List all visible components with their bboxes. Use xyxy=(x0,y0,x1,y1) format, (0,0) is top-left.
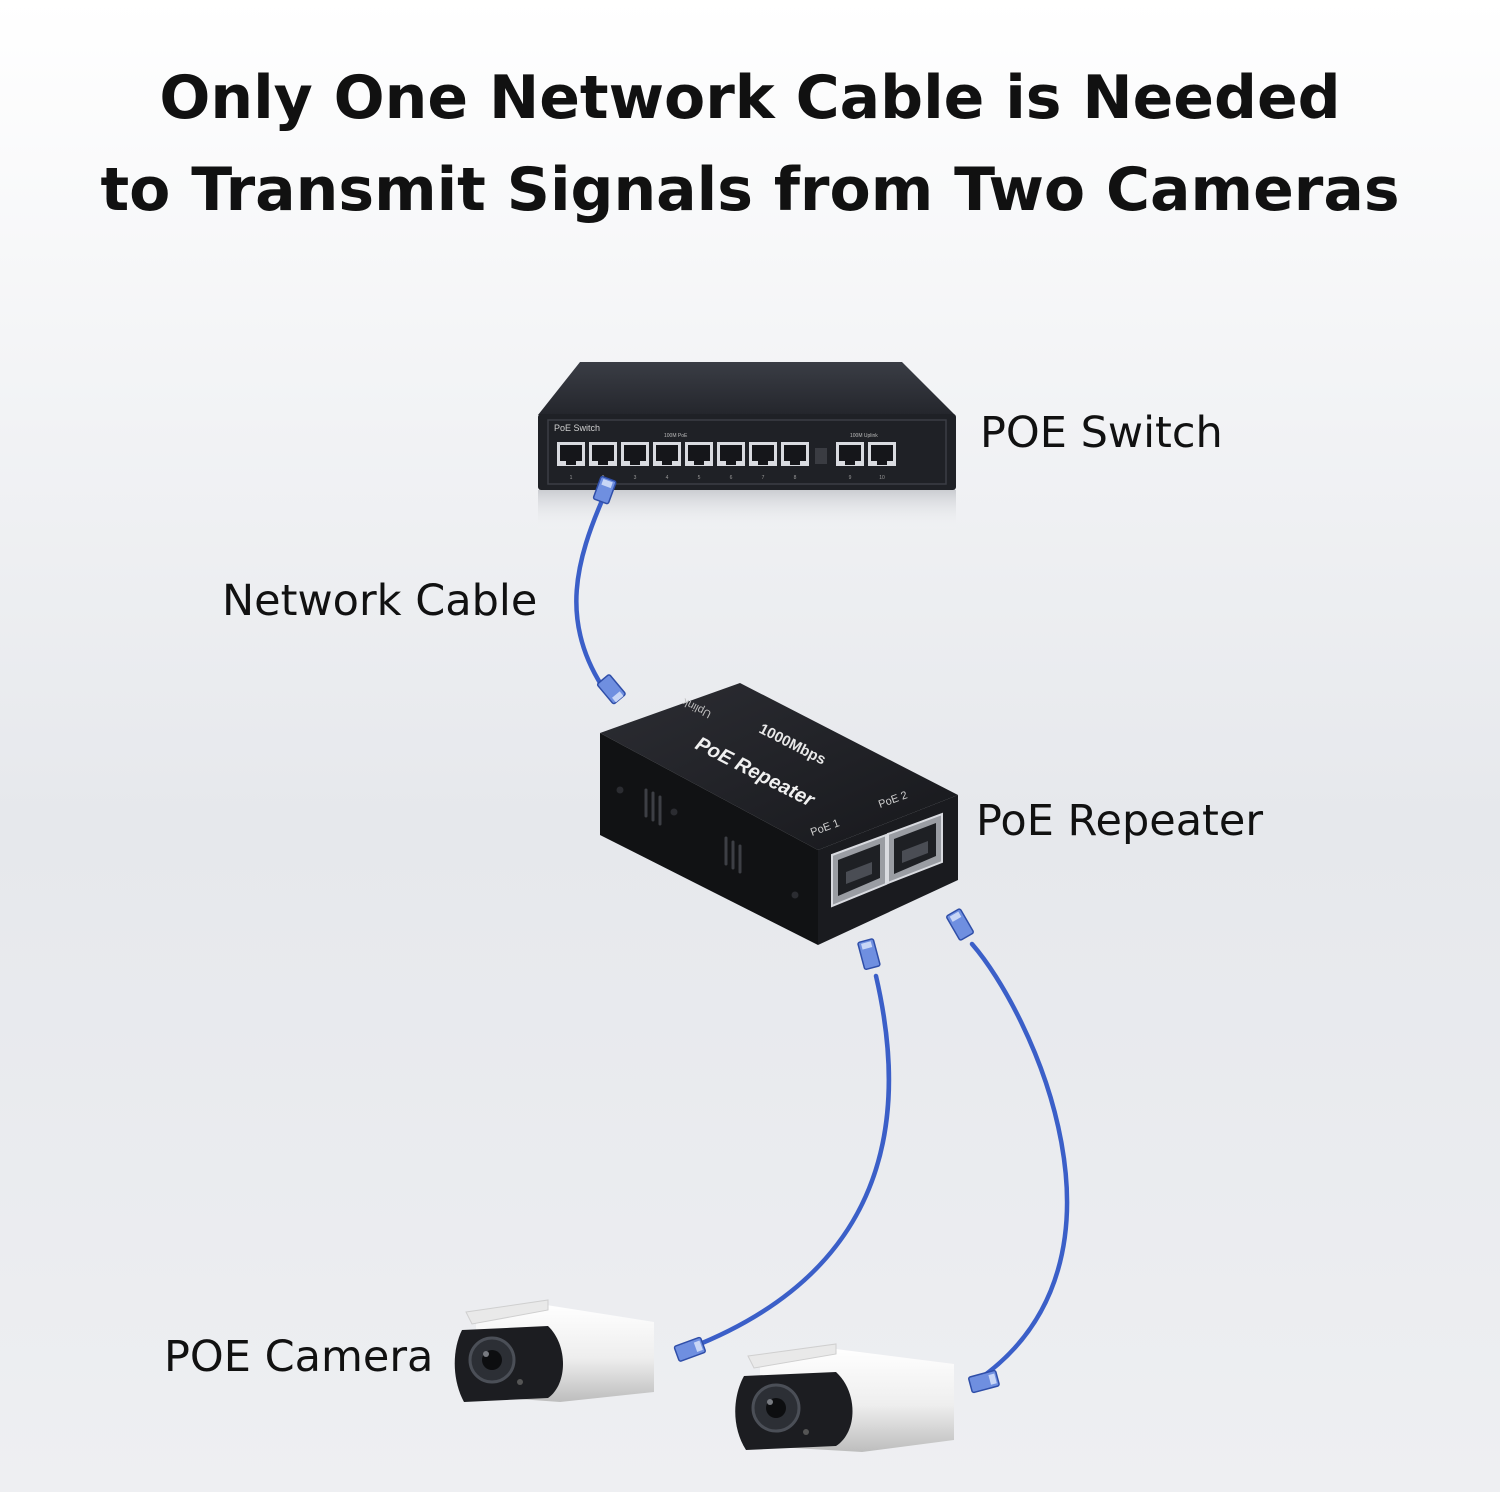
poe-camera-1 xyxy=(454,1299,654,1402)
switch-brand-text: PoE Switch xyxy=(554,423,600,433)
switch-port-9: 9 xyxy=(836,442,864,481)
poe-repeater: Uplink 1000Mbps PoE Repeater PoE 1 PoE 2 xyxy=(600,683,958,945)
switch-port-6: 6 xyxy=(717,442,745,481)
label-poe-camera: POE Camera xyxy=(164,1332,434,1382)
switch-port-10: 10 xyxy=(868,442,896,481)
poe-switch: PoE Switch 100M PoE 100M Uplink 1 2 3 4 5 6 7 8… xyxy=(538,362,956,532)
rj45-plug-camera-1 xyxy=(673,1336,706,1362)
switch-mode-toggle xyxy=(815,448,827,464)
switch-port-number: 9 xyxy=(849,475,852,481)
switch-port-5: 5 xyxy=(685,442,713,481)
camera-1-sunshield xyxy=(465,1299,549,1325)
switch-front-panel xyxy=(538,414,956,490)
switch-top-surface xyxy=(538,362,955,415)
repeater-vents xyxy=(644,788,742,874)
repeater-port-poe2 xyxy=(887,812,943,885)
poe-camera-2 xyxy=(735,1343,954,1452)
switch-port-3: 3 xyxy=(621,442,649,481)
repeater-port-poe1 xyxy=(831,833,887,908)
switch-port-number: 1 xyxy=(570,475,573,481)
switch-port-number: 7 xyxy=(762,475,765,481)
camera-2-network-cable xyxy=(969,941,1070,1383)
rj45-plug-camera-2 xyxy=(968,1369,1000,1394)
switch-uplink-group-text: 100M Uplink xyxy=(850,433,878,439)
switch-port-7: 7 xyxy=(749,442,777,481)
switch-port-2: 2 xyxy=(589,442,617,481)
switch-port-number: 6 xyxy=(730,475,733,481)
cables xyxy=(574,493,1070,1383)
rj45-plug-poe2 xyxy=(946,908,974,941)
headline-line-2: to Transmit Signals from Two Cameras xyxy=(100,155,1400,225)
headline: Only One Network Cable is Needed to Tran… xyxy=(0,52,1500,236)
switch-port-number: 8 xyxy=(794,475,797,481)
camera-1-network-cable xyxy=(687,973,892,1351)
repeater-side-panel xyxy=(600,733,818,945)
uplink-network-cable xyxy=(574,493,607,689)
rj45-plug-poe1 xyxy=(857,938,881,971)
switch-poe-group-text: 100M PoE xyxy=(664,433,688,439)
switch-port-8: 8 xyxy=(781,442,809,481)
label-poe-switch: POE Switch xyxy=(980,408,1223,458)
rj45-plug-repeater-uplink xyxy=(596,674,626,705)
rj45-plug-switch-end xyxy=(592,475,617,505)
repeater-top-surface xyxy=(600,683,958,850)
rj45-plugs xyxy=(592,475,1000,1394)
switch-port-number: 3 xyxy=(634,475,637,481)
switch-port-number: 10 xyxy=(879,475,885,481)
switch-port-1: 1 xyxy=(557,442,585,481)
switch-port-number: 5 xyxy=(698,475,701,481)
label-poe-repeater: PoE Repeater xyxy=(976,796,1264,846)
camera-2-sunshield xyxy=(747,1343,837,1369)
switch-port-row: 1 2 3 4 5 6 7 8 9 10 xyxy=(557,442,896,481)
switch-port-number: 4 xyxy=(666,475,669,481)
switch-port-4: 4 xyxy=(653,442,681,481)
headline-line-1: Only One Network Cable is Needed xyxy=(159,63,1341,133)
label-network-cable: Network Cable xyxy=(222,576,538,626)
